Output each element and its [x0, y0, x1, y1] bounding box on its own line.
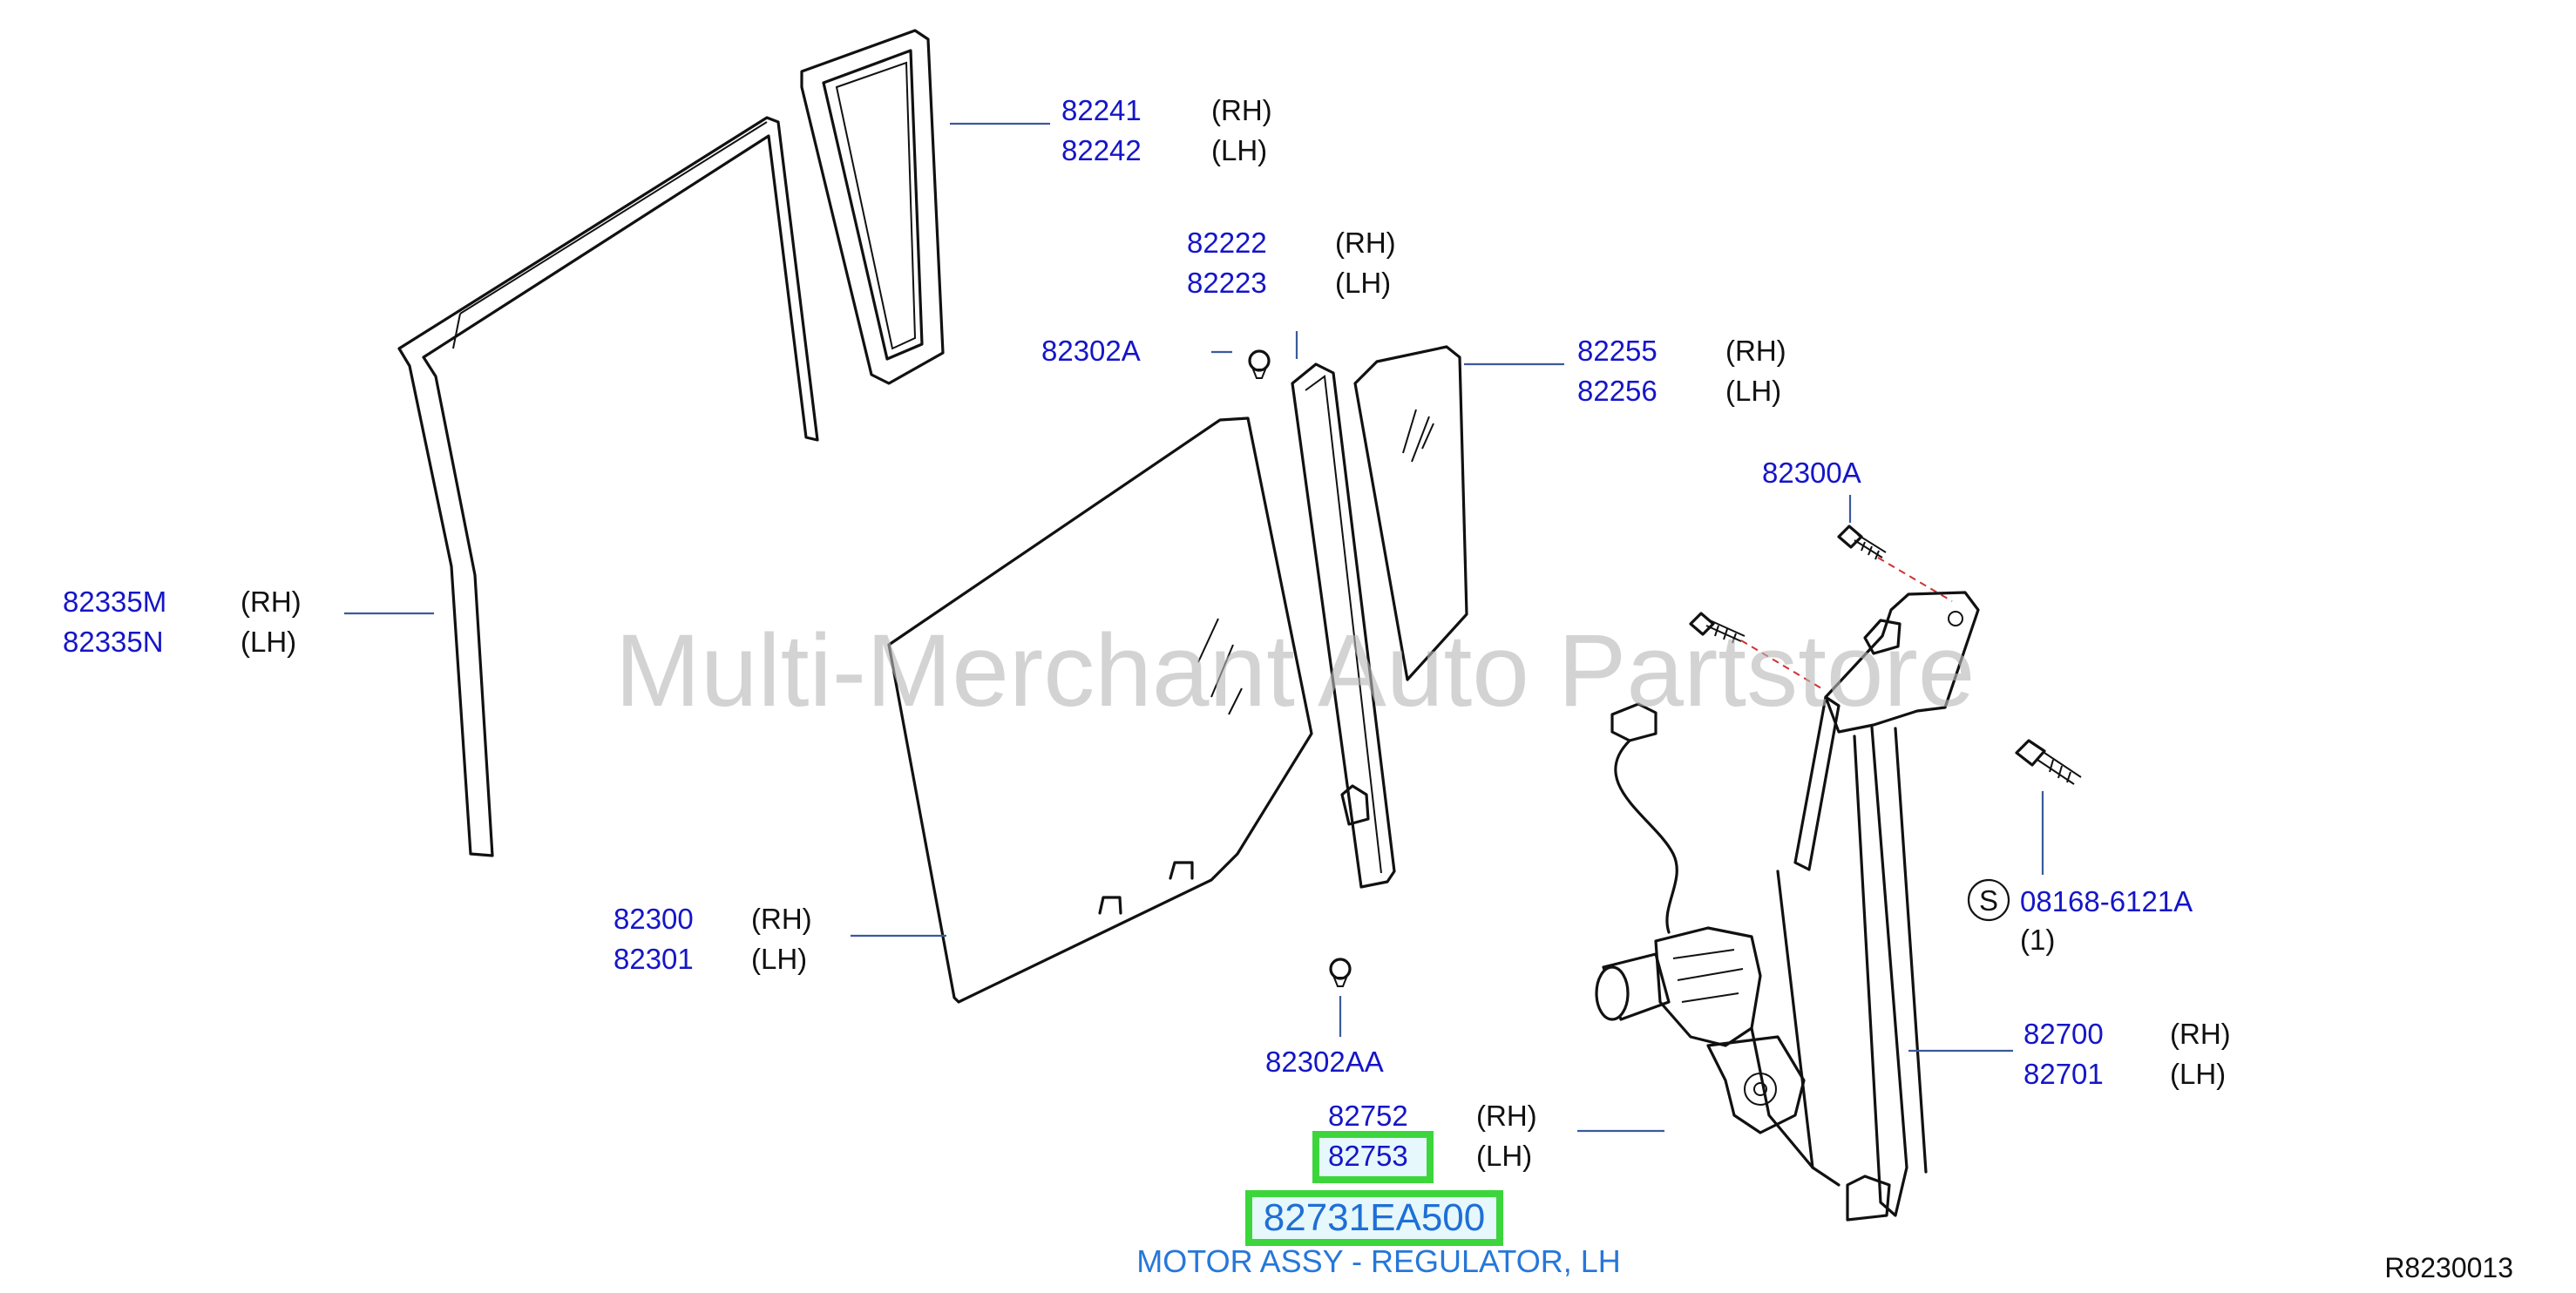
callout-82223[interactable]: 82223 (LH) [1187, 267, 1391, 299]
callout-82300A[interactable]: 82300A [1762, 457, 1861, 489]
door-sash-weatherstrip [397, 116, 819, 857]
callout-82242[interactable]: 82242 (LH) [1061, 134, 1267, 166]
svg-text:(LH): (LH) [1211, 134, 1267, 166]
svg-text:82302A: 82302A [1041, 335, 1141, 367]
svg-text:(RH): (RH) [241, 586, 302, 618]
svg-text:82701: 82701 [2024, 1058, 2104, 1090]
svg-text:(RH): (RH) [751, 903, 812, 935]
svg-text:82222: 82222 [1187, 227, 1267, 259]
bolt-82300A [1837, 525, 1887, 560]
svg-text:82241: 82241 [1061, 94, 1142, 126]
svg-text:(LH): (LH) [1725, 375, 1781, 407]
watermark-text: Multi-Merchant Auto Partstore [615, 613, 1976, 728]
diagram-reference: R8230013 [2384, 1252, 2513, 1283]
svg-text:(RH): (RH) [1211, 94, 1272, 126]
callout-82700[interactable]: 82700 (RH) [2024, 1018, 2231, 1050]
callout-82256[interactable]: 82256 (LH) [1577, 375, 1781, 407]
clip-82302AA [1329, 958, 1352, 987]
regulator-motor [1595, 702, 1806, 1134]
callout-82300[interactable]: 82300 (RH) [613, 903, 812, 935]
svg-text:82302AA: 82302AA [1265, 1046, 1384, 1078]
callout-82752[interactable]: 82752 (RH) [1328, 1100, 1537, 1132]
svg-text:82242: 82242 [1061, 134, 1142, 166]
part-description: MOTOR ASSY - REGULATOR, LH [1136, 1243, 1620, 1279]
callout-82701[interactable]: 82701 (LH) [2024, 1058, 2226, 1090]
svg-text:(1): (1) [2020, 924, 2055, 956]
clip-82302A [1248, 349, 1271, 379]
highlighted-part-number[interactable]: 82731EA500 [1245, 1190, 1503, 1246]
svg-text:82731EA500: 82731EA500 [1264, 1196, 1485, 1239]
rear-corner-sash [800, 29, 945, 385]
svg-text:82223: 82223 [1187, 267, 1267, 299]
callout-82302A[interactable]: 82302A [1041, 335, 1141, 367]
partition-glass [1353, 345, 1468, 681]
svg-text:82753: 82753 [1328, 1140, 1408, 1172]
highlight-box-82731EA500 [1245, 1190, 1503, 1246]
callout-08168-6121A[interactable]: S 08168-6121A (1) [1967, 878, 2193, 956]
svg-text:S: S [1979, 884, 1998, 917]
svg-text:82700: 82700 [2024, 1018, 2104, 1050]
svg-text:(LH): (LH) [241, 626, 296, 658]
svg-text:(LH): (LH) [751, 943, 807, 975]
svg-text:(LH): (LH) [2170, 1058, 2226, 1090]
division-channel [1291, 362, 1396, 889]
callout-82335M[interactable]: 82335M (RH) [63, 586, 302, 618]
callout-82302AA[interactable]: 82302AA [1265, 1046, 1384, 1078]
callout-82753-highlighted[interactable]: 82753 (LH) [1312, 1131, 1532, 1183]
svg-text:82752: 82752 [1328, 1100, 1408, 1132]
callout-82301[interactable]: 82301 (LH) [613, 943, 807, 975]
svg-text:(LH): (LH) [1335, 267, 1391, 299]
svg-text:82255: 82255 [1577, 335, 1657, 367]
window-regulator [1750, 591, 1980, 1222]
svg-text:(RH): (RH) [1725, 335, 1786, 367]
bolt-08168 [2015, 739, 2082, 785]
svg-text:(RH): (RH) [1476, 1100, 1537, 1132]
svg-text:82300A: 82300A [1762, 457, 1861, 489]
svg-text:(RH): (RH) [2170, 1018, 2231, 1050]
callout-82241[interactable]: 82241 (RH) [1061, 94, 1272, 126]
svg-text:82335M: 82335M [63, 586, 166, 618]
svg-text:(RH): (RH) [1335, 227, 1396, 259]
svg-text:82335N: 82335N [63, 626, 164, 658]
bolt-2 [1689, 612, 1746, 644]
callout-82222[interactable]: 82222 (RH) [1187, 227, 1396, 259]
screw-symbol-icon [1967, 878, 2010, 922]
svg-text:82300: 82300 [613, 903, 694, 935]
callout-82255[interactable]: 82255 (RH) [1577, 335, 1786, 367]
svg-text:82301: 82301 [613, 943, 694, 975]
door-glass [887, 416, 1313, 1004]
svg-text:08168-6121A: 08168-6121A [2020, 885, 2193, 917]
svg-text:82256: 82256 [1577, 375, 1657, 407]
svg-text:(LH): (LH) [1476, 1140, 1532, 1172]
callout-82335N[interactable]: 82335N (LH) [63, 626, 296, 658]
highlight-box-82753 [1312, 1131, 1434, 1183]
